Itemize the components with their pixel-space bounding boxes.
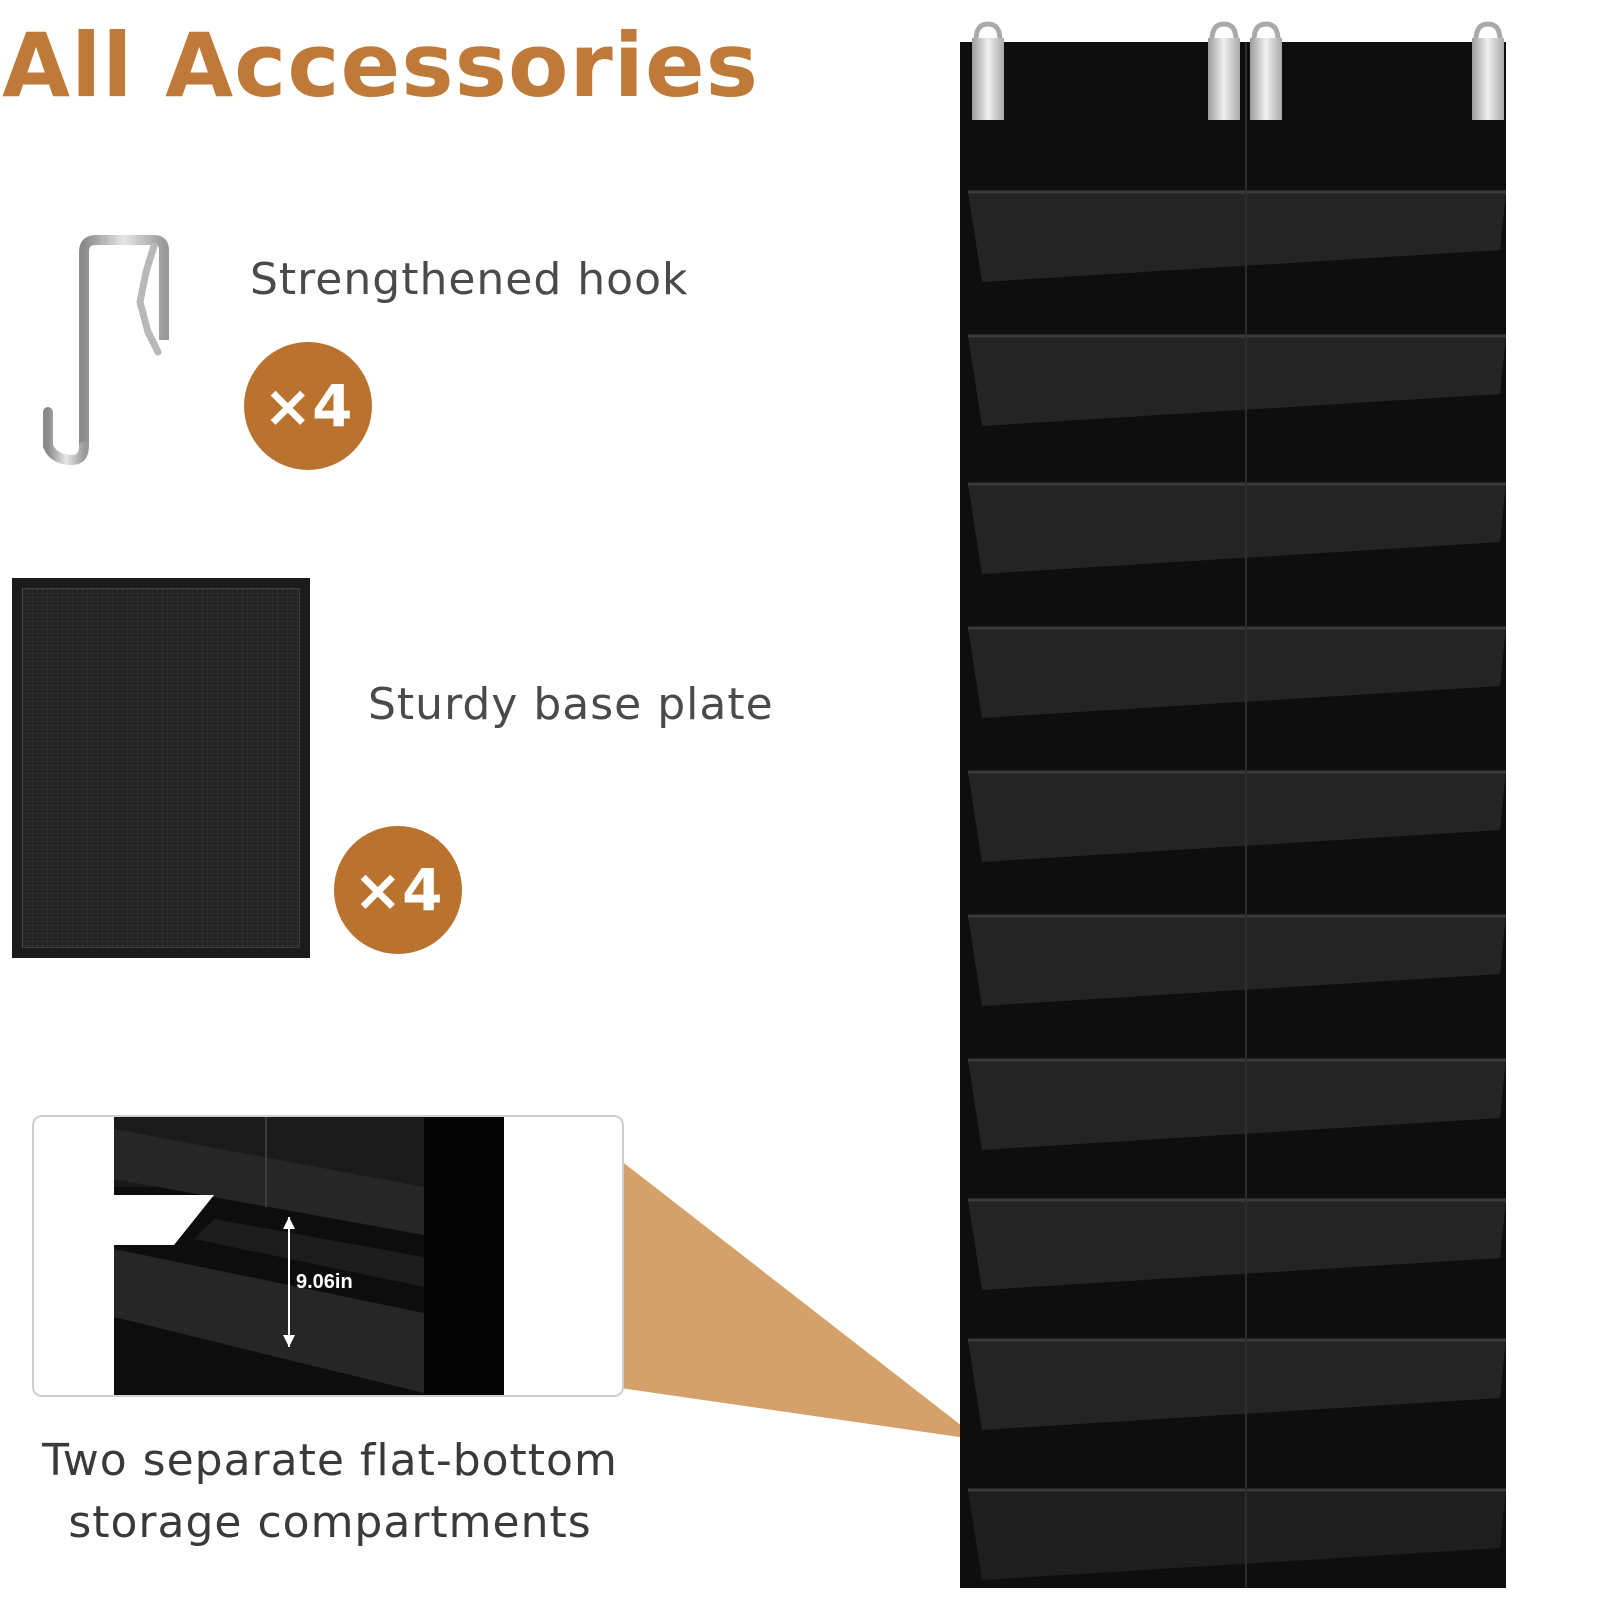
organizer-pocket — [968, 192, 1506, 282]
compartment-caption: Two separate flat-bottom storage compart… — [0, 1430, 660, 1554]
base-plate-quantity-badge: ×4 — [334, 826, 462, 954]
compartment-closeup-image — [114, 1117, 504, 1395]
organizer-pocket — [968, 484, 1506, 574]
organizer-pocket — [968, 628, 1506, 718]
organizer-pocket — [968, 916, 1506, 1006]
door-hook-icon — [1472, 21, 1504, 120]
base-plate-stitching — [22, 588, 300, 948]
compartment-detail-box: 9.06in — [32, 1115, 624, 1397]
door-hook-icon — [1208, 21, 1240, 120]
organizer-pocket — [968, 1060, 1506, 1150]
hook-label: Strengthened hook — [250, 254, 689, 305]
door-hook-icon — [1250, 21, 1282, 120]
organizer-pocket — [968, 1200, 1506, 1290]
organizer-pocket — [968, 1340, 1506, 1430]
organizer-pocket — [968, 772, 1506, 862]
page-title: All Accessories — [2, 14, 760, 117]
caption-line-2: storage compartments — [68, 1497, 592, 1548]
door-hook-icon — [972, 21, 1004, 120]
organizer-pocket — [968, 336, 1506, 426]
organizer-image — [960, 21, 1506, 1588]
base-plate-label: Sturdy base plate — [368, 679, 774, 730]
organizer-pocket — [968, 1490, 1506, 1580]
base-plate-image — [12, 578, 310, 958]
hook-quantity-badge: ×4 — [244, 342, 372, 470]
height-measurement-label: 9.06in — [296, 1271, 353, 1293]
caption-line-1: Two separate flat-bottom — [42, 1435, 618, 1486]
hook-icon — [43, 235, 169, 466]
